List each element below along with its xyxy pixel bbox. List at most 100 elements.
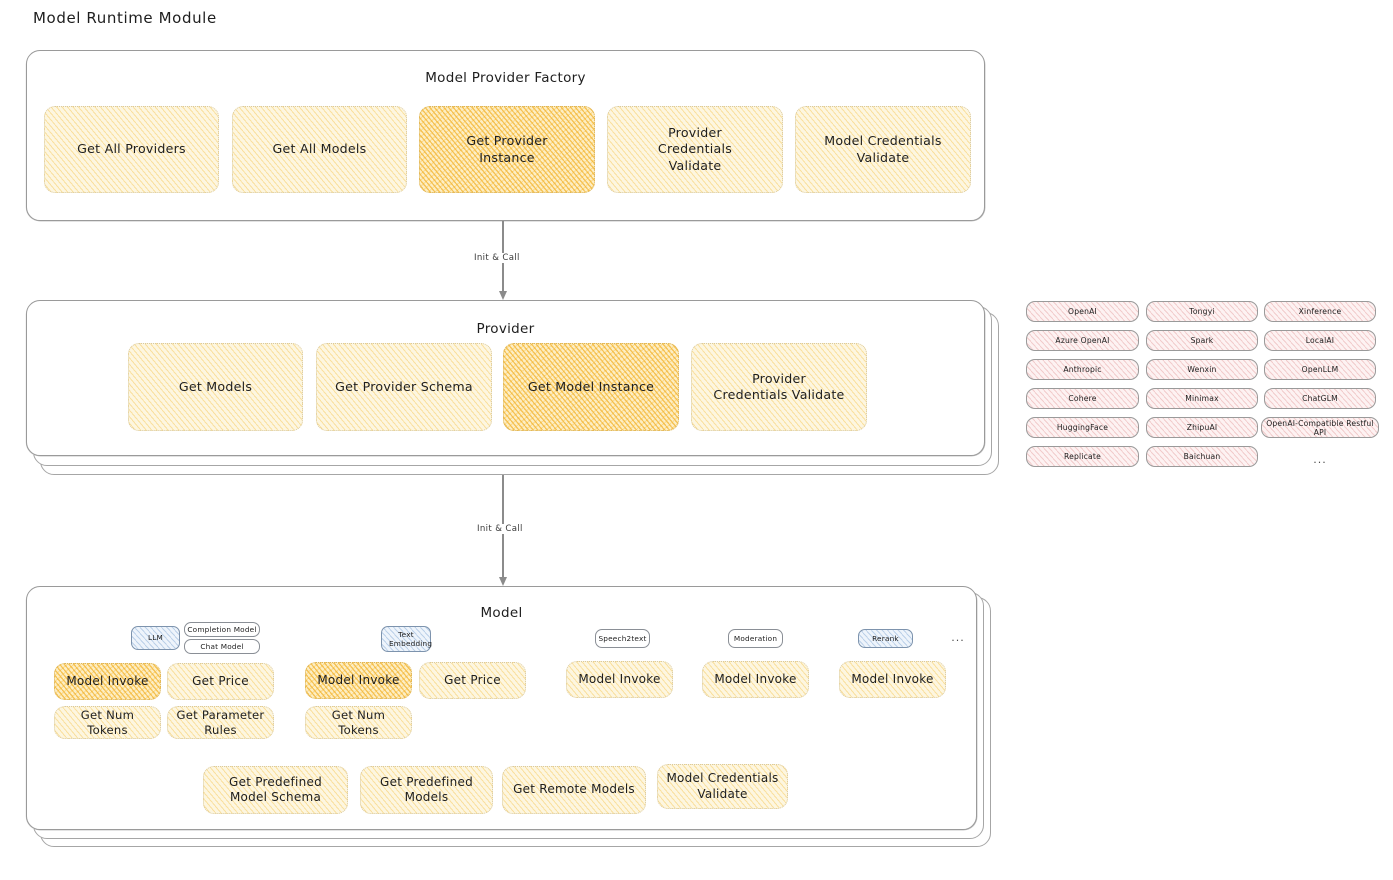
model-method-label: Get Price <box>192 673 249 688</box>
provider-pill-xinference[interactable]: Xinference <box>1264 301 1376 322</box>
provider-pill-tongyi[interactable]: Tongyi <box>1146 301 1258 322</box>
model-method-label: Model Invoke <box>578 671 661 686</box>
provider-pill-localai[interactable]: LocalAI <box>1264 330 1376 351</box>
model-method-label: Model Invoke <box>714 671 797 686</box>
factory-node-model-credentials-validate[interactable]: Model Credentials Validate <box>795 106 971 193</box>
page-title: Model Runtime Module <box>33 9 217 27</box>
provider-pill-label: Cohere <box>1068 394 1097 403</box>
provider-node-get-model-instance[interactable]: Get Model Instance <box>503 343 679 431</box>
provider-pill-spark[interactable]: Spark <box>1146 330 1258 351</box>
providers-panel-ellipsis: ... <box>1313 453 1327 466</box>
factory-node-label: Get Provider Instance <box>466 133 548 165</box>
model-provider-factory-title: Model Provider Factory <box>425 70 586 86</box>
provider-pill-zhipuai[interactable]: ZhipuAI <box>1146 417 1258 438</box>
provider-pill-label: Spark <box>1190 336 1214 345</box>
model-type-chip-label: Text Embedding <box>389 629 433 648</box>
provider-pill-label: Tongyi <box>1189 307 1215 316</box>
provider-pill-label: OpenAI-Compatible Restful API <box>1266 418 1374 437</box>
model-subtype-chip-completion-model[interactable]: Completion Model <box>184 622 260 637</box>
provider-node-get-provider-schema[interactable]: Get Provider Schema <box>316 343 492 431</box>
model-method-llm-get-parameter-rules[interactable]: Get Parameter Rules <box>167 706 274 739</box>
model-type-chip-speech2text[interactable]: Speech2text <box>595 629 650 648</box>
provider-pill-label: OpenAI <box>1068 307 1097 316</box>
model-type-chip-rerank[interactable]: Rerank <box>858 629 913 648</box>
model-title: Model <box>480 605 523 621</box>
provider-node-provider-credentials-validate[interactable]: Provider Credentials Validate <box>691 343 867 431</box>
provider-pill-anthropic[interactable]: Anthropic <box>1026 359 1139 380</box>
provider-pill-huggingface[interactable]: HuggingFace <box>1026 417 1139 438</box>
model-method-moderation-model-invoke[interactable]: Model Invoke <box>702 661 809 698</box>
model-shared-method-label: Get Predefined Models <box>380 774 473 804</box>
model-method-label: Get Parameter Rules <box>176 707 265 737</box>
factory-node-label: Provider Credentials Validate <box>657 125 733 173</box>
provider-pill-label: Xinference <box>1298 307 1342 316</box>
model-type-chip-label: Rerank <box>872 633 899 643</box>
provider-node-label: Get Models <box>178 378 253 394</box>
arrow-factory-to-provider-label: Init & Call <box>471 253 523 263</box>
provider-pill-openai-compatible-restful-api[interactable]: OpenAI-Compatible Restful API <box>1261 417 1379 438</box>
provider-pill-label: HuggingFace <box>1056 423 1109 432</box>
model-type-chip-llm[interactable]: LLM <box>131 626 180 650</box>
provider-node-get-models[interactable]: Get Models <box>128 343 303 431</box>
model-type-chip-label: LLM <box>147 633 164 643</box>
model-shared-method-model-credentials-validate[interactable]: Model Credentials Validate <box>657 764 788 809</box>
factory-node-get-all-providers[interactable]: Get All Providers <box>44 106 219 193</box>
provider-pill-label: ChatGLM <box>1302 394 1338 403</box>
model-method-llm-get-price[interactable]: Get Price <box>167 663 274 700</box>
provider-pill-label: Replicate <box>1064 452 1101 461</box>
arrow-provider-to-model-label: Init & Call <box>474 524 526 534</box>
provider-pill-azure-openai[interactable]: Azure OpenAI <box>1026 330 1139 351</box>
model-method-label: Get Num Tokens <box>331 707 386 737</box>
model-subtype-chip-chat-model[interactable]: Chat Model <box>184 639 260 654</box>
provider-pill-label: Azure OpenAI <box>1055 336 1110 345</box>
model-method-label: Model Invoke <box>851 671 934 686</box>
model-shared-method-label: Get Predefined Model Schema <box>229 774 322 804</box>
provider-pill-label: Baichuan <box>1183 452 1221 461</box>
factory-node-label: Model Credentials Validate <box>824 133 942 165</box>
provider-pill-openllm[interactable]: OpenLLM <box>1264 359 1376 380</box>
provider-pill-label: Minimax <box>1185 394 1219 403</box>
model-method-llm-get-num-tokens[interactable]: Get Num Tokens <box>54 706 161 739</box>
factory-node-label: Get All Providers <box>77 141 186 157</box>
model-shared-method-get-predefined-model-schema[interactable]: Get Predefined Model Schema <box>203 766 348 814</box>
provider-pill-label: LocalAI <box>1305 336 1335 345</box>
model-subtype-chip-label: Chat Model <box>200 641 244 651</box>
model-method-rerank-model-invoke[interactable]: Model Invoke <box>839 661 946 698</box>
provider-title: Provider <box>476 321 535 337</box>
model-shared-method-get-predefined-models[interactable]: Get Predefined Models <box>360 766 493 814</box>
model-method-text-embedding-get-price[interactable]: Get Price <box>419 662 526 699</box>
model-type-chip-moderation[interactable]: Moderation <box>728 629 783 648</box>
factory-node-provider-credentials-validate[interactable]: Provider Credentials Validate <box>607 106 783 193</box>
model-type-chip-text-embedding[interactable]: Text Embedding <box>381 626 433 652</box>
model-method-label: Model Invoke <box>317 672 400 687</box>
provider-pill-label: Wenxin <box>1187 365 1217 374</box>
model-method-llm-model-invoke[interactable]: Model Invoke <box>54 663 161 700</box>
model-type-chip-label: Speech2text <box>598 633 647 643</box>
provider-pill-chatglm[interactable]: ChatGLM <box>1264 388 1376 409</box>
provider-pill-cohere[interactable]: Cohere <box>1026 388 1139 409</box>
provider-pill-baichuan[interactable]: Baichuan <box>1146 446 1258 467</box>
model-method-label: Model Invoke <box>66 673 149 688</box>
provider-pill-label: ZhipuAI <box>1186 423 1218 432</box>
model-type-chip-label: Moderation <box>733 633 778 643</box>
model-types-ellipsis: ... <box>951 631 965 644</box>
factory-node-get-all-models[interactable]: Get All Models <box>232 106 407 193</box>
factory-node-get-provider-instance[interactable]: Get Provider Instance <box>419 106 595 193</box>
model-method-speech2text-model-invoke[interactable]: Model Invoke <box>566 661 673 698</box>
provider-pill-openai[interactable]: OpenAI <box>1026 301 1139 322</box>
provider-pill-label: OpenLLM <box>1301 365 1339 374</box>
factory-node-label: Get All Models <box>272 141 367 157</box>
model-method-text-embedding-get-num-tokens[interactable]: Get Num Tokens <box>305 706 412 739</box>
model-method-label: Get Price <box>444 672 501 687</box>
provider-pill-wenxin[interactable]: Wenxin <box>1146 359 1258 380</box>
model-method-text-embedding-model-invoke[interactable]: Model Invoke <box>305 662 412 699</box>
provider-pill-minimax[interactable]: Minimax <box>1146 388 1258 409</box>
model-shared-method-label: Get Remote Models <box>513 782 635 797</box>
model-method-label: Get Num Tokens <box>80 707 135 737</box>
provider-node-label: Get Model Instance <box>527 378 655 394</box>
provider-node-label: Get Provider Schema <box>335 378 473 394</box>
model-subtype-chip-label: Completion Model <box>187 624 257 634</box>
model-shared-method-get-remote-models[interactable]: Get Remote Models <box>502 766 646 814</box>
provider-node-label: Provider Credentials Validate <box>713 370 845 402</box>
provider-pill-replicate[interactable]: Replicate <box>1026 446 1139 467</box>
